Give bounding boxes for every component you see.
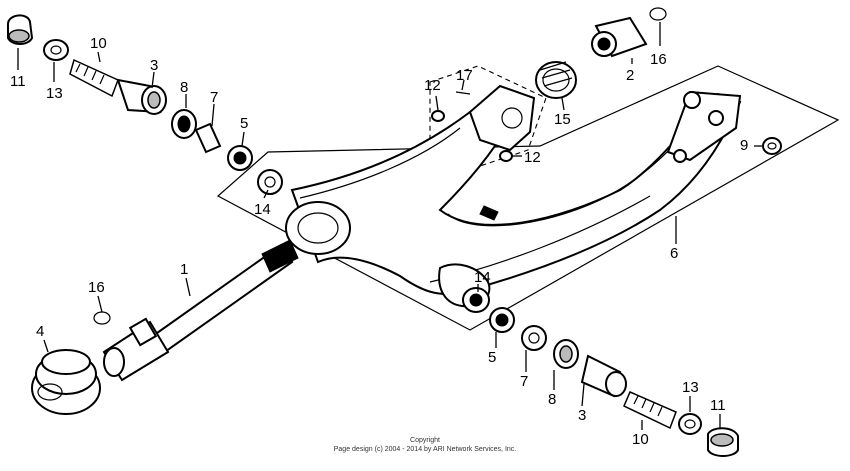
- callout-12-lower: 12: [524, 149, 541, 166]
- spacer-left: [194, 122, 222, 154]
- callout-13-right: 13: [682, 379, 699, 396]
- boot-upper: [535, 61, 577, 99]
- callout-13-left: 13: [46, 85, 63, 102]
- callout-10-left: 10: [90, 35, 107, 52]
- spacer-right: [521, 325, 547, 351]
- upper-parts: [431, 7, 782, 162]
- callout-4: 4: [36, 323, 44, 340]
- copyright-line-2: Page design (c) 2004 - 2014 by ARI Netwo…: [334, 446, 517, 453]
- callout-3-right: 3: [578, 407, 586, 424]
- callout-16-lower: 16: [88, 279, 105, 296]
- callout-5-left: 5: [240, 115, 248, 132]
- callout-2: 2: [626, 67, 634, 84]
- callout-17: 17: [456, 67, 473, 84]
- callout-15: 15: [554, 111, 571, 128]
- washer-left: [43, 39, 69, 61]
- needle-bearing-left: [257, 169, 283, 195]
- callout-12-upper: 12: [424, 77, 441, 94]
- callout-7-left: 7: [210, 89, 218, 106]
- callout-11-left: 11: [10, 73, 26, 90]
- left-pivot-parts: [7, 14, 283, 195]
- callout-5-right: 5: [488, 349, 496, 366]
- assembly-outline: [216, 65, 840, 331]
- pivot-bolt-right: [623, 391, 677, 430]
- callout-3-left: 3: [150, 57, 158, 74]
- pin: [455, 91, 471, 95]
- washer-right: [678, 413, 702, 435]
- drive-shaft: [102, 239, 299, 382]
- bushing: [762, 137, 782, 155]
- copyright-line-1: Copyright: [410, 437, 440, 444]
- callout-9: 9: [740, 137, 748, 154]
- nut-upper: [431, 110, 445, 122]
- rubber-boot: [31, 349, 101, 415]
- callout-8-right: 8: [548, 391, 556, 408]
- pivot-bracket-outline: [429, 65, 547, 167]
- pivot-bolt-left: [69, 58, 119, 98]
- callout-labels: 11 13 10 3 8 7 5 14 12 17 12 15 2 16 9 6…: [10, 35, 748, 448]
- callout-8-left: 8: [180, 79, 188, 96]
- circlip-upper: [649, 7, 667, 21]
- callout-10-right: 10: [632, 431, 649, 448]
- callout-16-upper: 16: [650, 51, 667, 68]
- callout-1: 1: [180, 261, 188, 278]
- callout-11-right: 11: [710, 397, 726, 414]
- circlip-left: [93, 311, 111, 325]
- nut-lower: [499, 150, 513, 162]
- right-pivot-parts: [462, 287, 739, 457]
- callout-14-left: 14: [254, 201, 271, 218]
- swingarm: [285, 84, 742, 308]
- callout-14-right: 14: [474, 269, 491, 286]
- callout-7-right: 7: [520, 373, 528, 390]
- callout-6: 6: [670, 245, 678, 262]
- leader-lines: [17, 22, 762, 430]
- pivot-tube: [285, 201, 351, 255]
